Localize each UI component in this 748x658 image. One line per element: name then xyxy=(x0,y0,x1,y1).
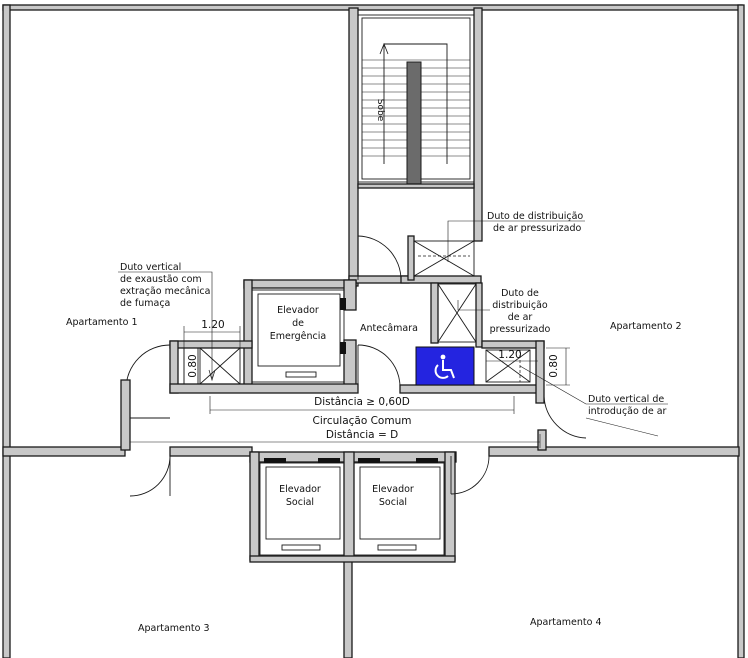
emergency-elevator-label-2: de xyxy=(292,318,304,329)
exhaust-note-1: Duto vertical xyxy=(120,262,181,273)
emergency-elevator-label-3: Emergência xyxy=(270,331,326,342)
intake-note-2: introdução de ar xyxy=(588,406,667,417)
apartment-2-label: Apartamento 2 xyxy=(610,321,682,332)
dim-distance-d: Distância = D xyxy=(326,429,398,441)
antechamber-label: Antecâmara xyxy=(360,323,418,334)
outer-walls xyxy=(2,4,745,658)
apartment-1-label: Apartamento 1 xyxy=(66,317,138,328)
wheelchair-icon xyxy=(434,354,455,379)
dim-height-right: 0.80 xyxy=(548,354,560,377)
social-elevator-right-label-1: Elevador xyxy=(372,484,414,495)
exhaust-note-4: de fumaça xyxy=(120,298,170,309)
apartment-4-label: Apartamento 4 xyxy=(530,617,602,628)
dimensions: 1.20 0.80 1.20 0.80 Distância ≥ 0,60D Ci… xyxy=(129,319,570,448)
air-dist-top-note-2: de ar pressurizado xyxy=(493,223,582,234)
intake-duct xyxy=(399,340,587,451)
exhaust-note-3: extração mecânica xyxy=(120,286,210,297)
emergency-elevator-label-1: Elevador xyxy=(277,305,319,316)
stairs-label: Sobe xyxy=(375,99,385,122)
air-dist-top-note-1: Duto de distribuição xyxy=(487,211,583,222)
circulation-label: Circulação Comum xyxy=(313,415,412,427)
air-dist-mid-note-4: pressurizado xyxy=(490,324,551,335)
social-elevator-left-label-2: Social xyxy=(286,497,314,508)
room-labels: Apartamento 1 Apartamento 2 Apartamento … xyxy=(66,317,682,634)
intake-note-1: Duto vertical de xyxy=(588,394,664,405)
exhaust-note-2: de exaustão com xyxy=(120,274,202,285)
social-elevator-left-label-1: Elevador xyxy=(279,484,321,495)
apartment-3-label: Apartamento 3 xyxy=(138,623,210,634)
social-elevators: Elevador Social Elevador Social xyxy=(129,451,490,563)
dim-distance-min: Distância ≥ 0,60D xyxy=(314,396,410,408)
exhaust-duct xyxy=(120,340,359,451)
air-dist-mid-note-2: distribuição xyxy=(492,300,548,311)
antechamber-walls xyxy=(348,235,483,388)
air-dist-mid-note-3: de ar xyxy=(508,312,533,323)
air-dist-mid-note-1: Duto de xyxy=(501,288,539,299)
annotations: Duto vertical de exaustão com extração m… xyxy=(118,211,668,437)
dim-width-left: 1.20 xyxy=(201,319,224,331)
stairwell: Sobe xyxy=(348,7,483,287)
dim-height-left: 0.80 xyxy=(187,354,199,377)
social-elevator-right-label-2: Social xyxy=(379,497,407,508)
emergency-elevator: Elevador de Emergência xyxy=(243,279,357,391)
accessible-area xyxy=(415,346,475,386)
dim-width-right: 1.20 xyxy=(498,349,521,361)
